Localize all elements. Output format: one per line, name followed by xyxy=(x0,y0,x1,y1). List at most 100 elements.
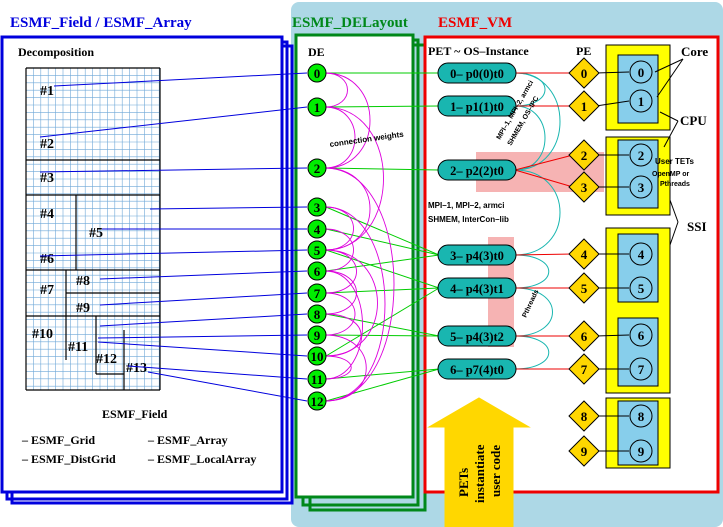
cpu-label: CPU xyxy=(680,113,707,128)
de-pet-connection xyxy=(325,287,440,357)
patch-de-connection xyxy=(39,249,308,257)
pe-node: 2 xyxy=(568,139,629,171)
core-node-shape xyxy=(629,89,653,113)
sub-item-localarray: – ESMF_LocalArray xyxy=(147,452,256,466)
core-label: Core xyxy=(681,44,708,59)
pe-node-label: 6 xyxy=(581,329,588,344)
pe-core-connection xyxy=(595,100,630,107)
de-node-shape xyxy=(307,346,327,366)
core-node-shape xyxy=(629,404,653,428)
patch-label: #13 xyxy=(126,361,147,376)
pe-node-shape xyxy=(568,353,600,385)
de-node-shape xyxy=(307,240,327,260)
pe-node-shape xyxy=(568,139,600,171)
pet-node-shape xyxy=(437,62,517,84)
pet-node-label: 0– p0(0)t0 xyxy=(450,67,504,81)
pe-node-shape xyxy=(568,57,600,89)
patch-label: #12 xyxy=(96,352,117,367)
patch-de-connection xyxy=(127,365,308,380)
de-pet-connection xyxy=(325,313,440,337)
de-node: 6 xyxy=(307,261,327,281)
pet-node-shape xyxy=(437,244,517,266)
delayout-title: ESMF_DELayout xyxy=(292,15,408,31)
core-node: 2 xyxy=(629,143,653,167)
patch-label: #6 xyxy=(40,252,54,267)
connection-weight-arc xyxy=(324,270,363,380)
de-node: 11 xyxy=(307,369,327,389)
core-node: 7 xyxy=(629,357,653,381)
pet-node-shape xyxy=(437,358,517,380)
pe-node-label: 0 xyxy=(581,66,588,81)
de-node: 10 xyxy=(307,346,327,366)
patch-label: #3 xyxy=(40,171,54,186)
connection-weight-arc xyxy=(324,292,356,336)
de-node-label: 11 xyxy=(311,372,323,387)
core-node: 1 xyxy=(629,89,653,113)
pe-node: 0 xyxy=(568,57,630,89)
de-node-shape xyxy=(307,325,327,345)
sub-item-grid: – ESMF_Grid xyxy=(21,433,95,447)
pe-node: 6 xyxy=(568,320,630,352)
patch-label: #2 xyxy=(40,137,54,152)
pet-arcs xyxy=(514,72,561,370)
de-pet-connection xyxy=(325,287,440,294)
de-node-label: 6 xyxy=(314,264,321,279)
connection-weight-arc xyxy=(324,106,356,169)
de-pet-connection xyxy=(325,105,440,108)
core-node: 8 xyxy=(629,404,653,428)
core-node: 9 xyxy=(629,439,653,463)
patch-de-connection xyxy=(39,167,308,173)
de-node-label: 10 xyxy=(311,349,324,364)
pe-core-connection xyxy=(595,334,630,337)
de-node-shape xyxy=(307,158,327,178)
pet-arc xyxy=(514,335,550,370)
de-node: 3 xyxy=(307,197,327,217)
core-node-shape xyxy=(629,175,653,199)
core-node-shape xyxy=(629,242,653,266)
pe-node-label: 8 xyxy=(581,409,588,424)
de-pet-connection xyxy=(325,206,440,256)
core-node-label: 9 xyxy=(638,444,645,459)
connection-weight-arc xyxy=(324,355,352,380)
core-node-label: 8 xyxy=(638,409,645,424)
de-node-label: 8 xyxy=(314,307,321,322)
core-node: 4 xyxy=(629,242,653,266)
de-pet-connection xyxy=(325,249,440,289)
de-node: 9 xyxy=(307,325,327,345)
pe-node-label: 3 xyxy=(581,180,588,195)
pe-node-label: 5 xyxy=(581,281,588,296)
de-node-shape xyxy=(307,219,327,239)
pet-node-label: 2– p2(2)t0 xyxy=(450,164,504,178)
core-node-shape xyxy=(629,143,653,167)
core-node-shape xyxy=(629,439,653,463)
pets-instantiate-arrow xyxy=(427,397,531,527)
de-pet-connection xyxy=(325,368,440,380)
core-node-label: 5 xyxy=(638,281,645,296)
connection-weight-arc xyxy=(324,270,357,315)
connection-weight-arc xyxy=(324,228,354,272)
core-node: 6 xyxy=(629,323,653,347)
patch-label: #5 xyxy=(89,226,103,241)
de-node-shape xyxy=(307,97,327,117)
pet-pe-connection xyxy=(514,253,574,256)
de-node: 4 xyxy=(307,219,327,239)
field-label: ESMF_Field xyxy=(102,407,168,421)
core-arrows xyxy=(654,58,684,246)
vm-title: ESMF_VM xyxy=(438,15,512,31)
pe-node-label: 1 xyxy=(581,99,588,114)
pet-node: 3– p4(3)t0 xyxy=(437,244,574,266)
pet-node-label: 4– p4(3)t1 xyxy=(450,282,504,296)
de-node-label: 9 xyxy=(314,328,321,343)
patch-label: #4 xyxy=(40,207,54,222)
pe-node-shape xyxy=(568,238,600,270)
pe-node-label: 2 xyxy=(581,148,588,163)
de-node-label: 5 xyxy=(314,243,321,258)
pet-node: 6– p7(4)t0 xyxy=(437,358,573,380)
patch-label: #8 xyxy=(76,274,90,289)
de-pet-connection xyxy=(325,254,440,272)
pet-node-label: 5– p4(3)t2 xyxy=(450,330,504,344)
core-node: 5 xyxy=(629,276,653,300)
